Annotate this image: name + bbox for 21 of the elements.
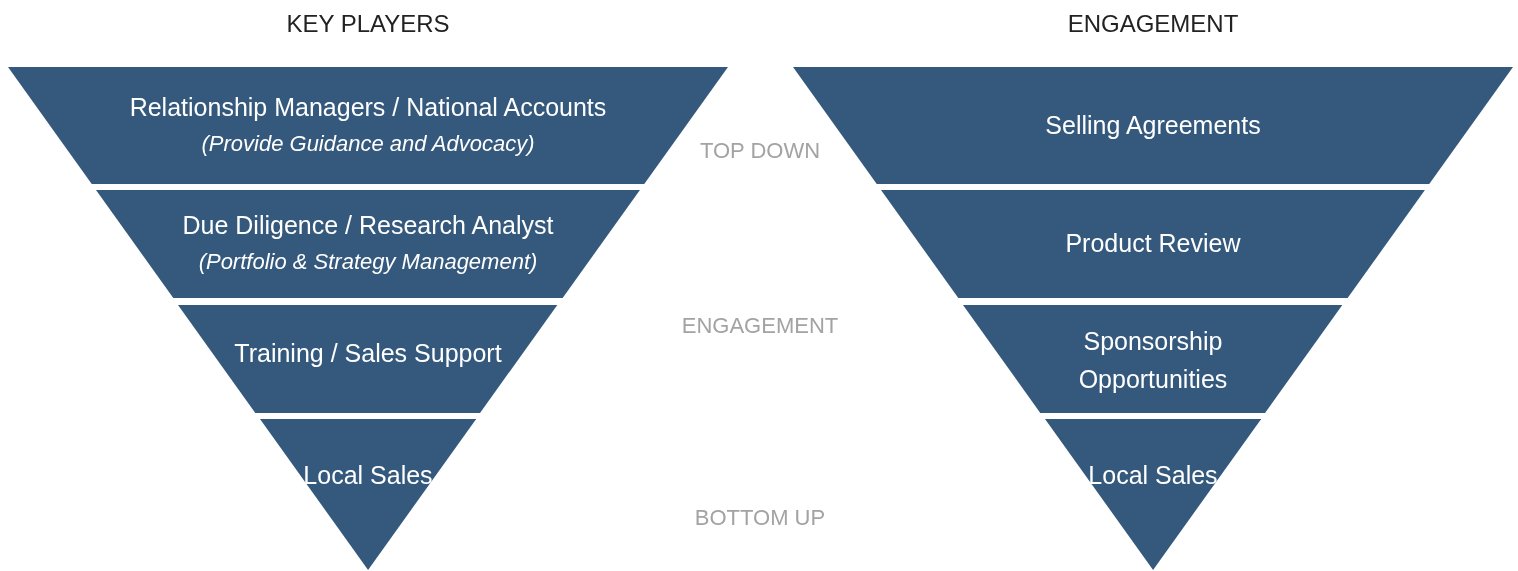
segment-label: Selling Agreements	[1045, 110, 1261, 141]
funnel-segment	[963, 305, 1343, 413]
stage-label: BOTTOM UP	[694, 505, 826, 531]
segment-label: Product Review	[1065, 227, 1241, 259]
segment-label: Relationship Managers / National Accounts	[129, 92, 607, 123]
segment-label: Local Sales	[1088, 460, 1218, 491]
funnel-segment	[259, 419, 477, 570]
segment-subtitle: (Portfolio & Strategy Management)	[198, 247, 538, 276]
column-heading: ENGAGEMENT	[1067, 10, 1239, 38]
funnel-segment	[178, 305, 558, 413]
stage-label: TOP DOWN	[699, 138, 821, 164]
funnel-segment	[1044, 419, 1262, 570]
segment-label: Training / Sales Support	[234, 337, 502, 369]
segment-label: Due Diligence / Research Analyst	[182, 209, 554, 241]
funnel-segment	[96, 190, 640, 298]
stage-label: ENGAGEMENT	[681, 313, 839, 339]
segment-label: Sponsorship Opportunities	[1077, 326, 1229, 395]
segment-label: Local Sales	[303, 460, 433, 491]
column-heading: KEY PLAYERS	[286, 10, 450, 38]
funnel-segment	[881, 190, 1425, 298]
segment-subtitle: (Provide Guidance and Advocacy)	[201, 130, 535, 158]
